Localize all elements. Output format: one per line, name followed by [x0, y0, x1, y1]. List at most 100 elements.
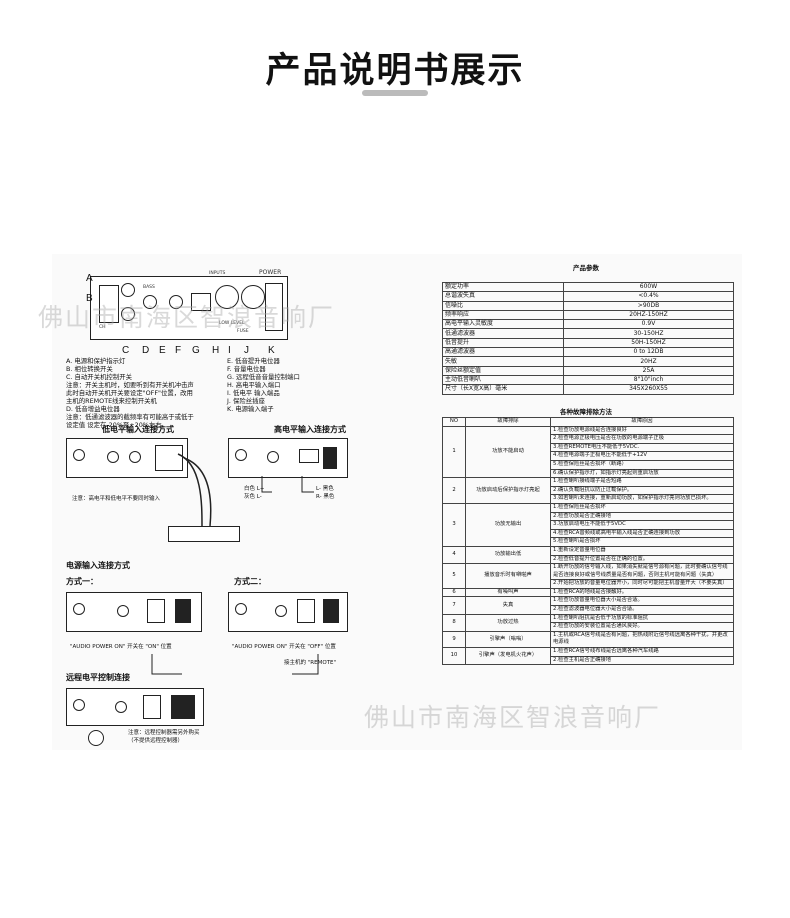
amp-panel-diagram: POWER INPUTS LOW LEVEL FUSE BASS CH [90, 269, 288, 340]
spec-value: 20HZ-150HZ [563, 309, 734, 321]
trouble-cause: 1.检查RCA信号线布线是否远离各种汽车线路 [550, 647, 734, 657]
panel-letter-k: K [268, 345, 275, 356]
trouble-no: 7 [442, 596, 466, 615]
trouble-no: 9 [442, 630, 466, 649]
spec-label: 尺寸（长X宽X高）毫米 [442, 384, 564, 395]
trouble-no: 6 [442, 587, 466, 598]
trouble-issue: 功放输出低 [465, 545, 551, 565]
trouble-cause: 4.检查电源端子正极电压不能低于+12V [550, 451, 734, 461]
panel-letter-f: F [175, 345, 182, 356]
head-unit-diagram [168, 526, 240, 542]
spec-title: 产品参数 [573, 264, 599, 272]
trouble-no: 2 [442, 477, 466, 504]
power-mode1-diagram [66, 592, 202, 632]
trouble-cause: 2.检查电源正极电压是否在功放的电源端子正极 [550, 434, 734, 444]
trouble-cause: 1.检查功放音量电位器大小是否合适。 [550, 596, 734, 607]
watermark-bottom: 佛山市南海区智浪音响厂 [364, 703, 662, 732]
panel-letter-c: C [122, 345, 130, 356]
title-underline [362, 90, 428, 96]
trouble-issue: 播放音乐时有噼啪声 [465, 563, 551, 589]
trouble-cause: 1.检查喇叭阻抗是否低于功放的标准阻抗 [550, 613, 734, 624]
mode2-title: 方式二： [234, 577, 266, 586]
trouble-cause: 5.检查保险丝是否损坏（断路） [550, 459, 734, 470]
spec-label: 保险丝额定值 [442, 365, 564, 376]
panel-notes-left: A. 电源和保护指示灯 B. 相位转换开关 C. 自动开关机控制开关 注意：开关… [66, 357, 194, 429]
trouble-issue: 引擎声（发电机火花声） [465, 647, 551, 666]
low-level-note: 注意：高电平和低电平不要同时输入 [72, 496, 161, 502]
trouble-issue: 功放启动后保护指示灯亮起 [465, 477, 551, 504]
trouble-cause: 1.检查功放电源线是否连接良好 [550, 425, 734, 436]
trouble-cause: 5.检查喇叭是否损坏 [550, 537, 734, 547]
trouble-issue: 引擎声（嗡嗡） [465, 630, 551, 649]
remote-controller-icon [88, 730, 104, 746]
trouble-no: 3 [442, 502, 466, 547]
remote-diagram [66, 688, 204, 726]
spec-label: 频率响应 [442, 309, 564, 321]
trouble-cause: 2.检查功放是否正确接地 [550, 511, 734, 522]
spec-label: 高电平输入灵敏度 [442, 319, 564, 330]
spec-label: 失敏 [442, 356, 564, 367]
trouble-cause: 2.检查滤波器电位器大小是否合适。 [550, 605, 734, 615]
trouble-cause: 1.检查保险丝是否损坏 [550, 502, 734, 513]
trouble-no: 1 [442, 425, 466, 479]
spec-label: 低音提升 [442, 337, 564, 349]
panel-letter-e: E [159, 345, 166, 356]
spec-value: <0.4% [563, 291, 734, 302]
trouble-cause: 1.重新设定音量电位器 [550, 545, 734, 556]
power-title: 电源输入连接方式 [66, 561, 130, 570]
trouble-cause: 2.检查功放的安装位置是否通风良好。 [550, 622, 734, 632]
panel-ch-label: CH [99, 325, 106, 330]
trouble-cause: 2.检查低音提升位置是否在正确的位置。 [550, 554, 734, 565]
spec-label: 低通滤波器 [442, 328, 564, 339]
trouble-issue: 功放不能启动 [465, 425, 551, 479]
spec-value: 345X260X55 [563, 384, 734, 395]
red-r-label: R- 黑色 [316, 494, 335, 500]
low-level-diagram [66, 438, 188, 478]
black-r-label: L- 黑色 [316, 486, 334, 492]
spec-row: 总谐波失真<0.4% [442, 291, 734, 302]
spec-value: >90DB [563, 300, 734, 311]
trouble-header-issue: 故障排除 [465, 417, 551, 427]
panel-letter-b: B [86, 293, 93, 304]
remote-caption: 注意：远程控制器需另外购买 （不提供远程控制器） [128, 730, 200, 744]
trouble-cause: 3.功放启动电压不能低于5VDC [550, 520, 734, 530]
manual-scan: POWER INPUTS LOW LEVEL FUSE BASS CH A B … [38, 254, 742, 750]
spec-label: 信噪比 [442, 300, 564, 311]
high-level-title: 高电平输入连接方式 [274, 425, 346, 434]
trouble-cause: 1.检查喇叭接线端子是否短路 [550, 477, 734, 487]
power-mode2-diagram [228, 592, 348, 632]
panel-letter-a: A [86, 273, 93, 284]
panel-fuse-label: FUSE [237, 329, 249, 334]
high-level-diagram [228, 438, 348, 478]
panel-letter-d: D [142, 345, 150, 356]
trouble-cause: 3.如若喇叭未连接，重新启动功放，如保护指示灯亮则功放已损坏。 [550, 494, 734, 504]
trouble-cause: 1.检查RCA的地线是否接触好。 [550, 587, 734, 598]
mode1-title: 方式一： [66, 577, 98, 586]
spec-value: 8"10"inch [563, 374, 734, 386]
trouble-issue: 有噪叫声 [465, 587, 551, 598]
trouble-issue: 失真 [465, 596, 551, 615]
spec-label: 主动低音喇叭 [442, 374, 564, 386]
trouble-cause: 2.确认负载阻抗以防止过载保护。 [550, 485, 734, 496]
trouble-header-no: NO [442, 417, 466, 427]
trouble-title: 各种故障排除方法 [560, 408, 612, 416]
spec-value: 0 to 12DB [563, 347, 734, 358]
